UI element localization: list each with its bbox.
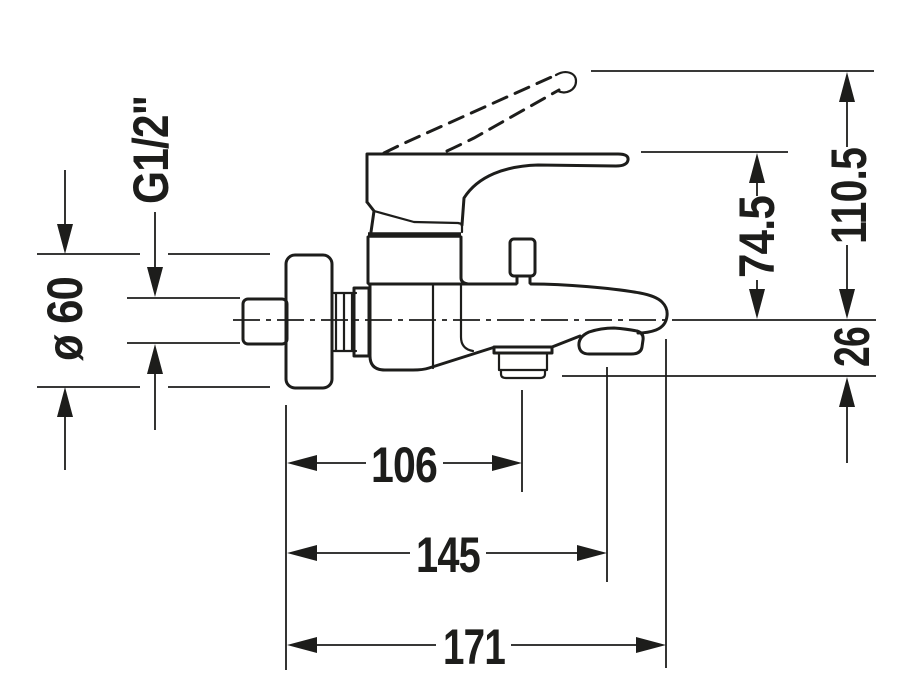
arrowhead-110-top	[839, 72, 855, 102]
lever-raised-phantom-lower	[445, 88, 561, 153]
label-reach-overall: 171	[443, 619, 505, 675]
arrowhead-171-left	[287, 637, 317, 653]
aerator-flange	[492, 345, 554, 355]
arrowhead-145-right	[577, 545, 607, 561]
arrowhead-26-bottom	[839, 377, 855, 407]
arrowhead-escutcheon-top	[57, 224, 73, 254]
wall-nipple	[241, 297, 289, 346]
lever-handle	[365, 152, 630, 227]
extension-lines	[37, 70, 876, 670]
lever-raised-tip-cap	[554, 71, 578, 94]
label-height-overall: 110.5	[821, 148, 877, 244]
arrowhead-74-top	[749, 153, 765, 183]
label-reach-outlet: 106	[371, 437, 437, 493]
diverter-knob-neck	[515, 274, 532, 285]
underside-link	[550, 334, 582, 349]
label-height-outlet-offset: 26	[824, 327, 880, 367]
arrowhead-145-left	[287, 545, 317, 561]
cartridge-housing	[366, 235, 470, 286]
label-reach-spout-lip: 145	[416, 527, 480, 583]
arrowhead-106-left	[287, 455, 317, 471]
spout-top-edge	[367, 282, 669, 335]
lever-raised-phantom-upper	[382, 73, 558, 155]
arrowhead-110-bottom	[839, 289, 855, 319]
body-seam-right	[459, 282, 475, 353]
lever-back-step	[365, 200, 376, 234]
escutcheon-disc	[284, 253, 334, 390]
diverter-knob	[508, 237, 537, 278]
dimension-lines	[57, 72, 855, 653]
arrowhead-thread-bottom	[147, 344, 163, 374]
spout-lip	[577, 326, 645, 356]
label-escutcheon-diameter: ø 60	[37, 277, 93, 361]
arrowhead-171-right	[636, 637, 666, 653]
lever-base-seam	[372, 209, 464, 226]
label-height-handle: 74.5	[729, 196, 785, 278]
union-nut	[352, 286, 371, 358]
arrowhead-thread-top	[147, 267, 163, 297]
faucet-outline	[241, 71, 669, 390]
valve-body	[368, 282, 497, 372]
arrowhead-106-right	[492, 455, 522, 471]
aerator-cap	[499, 368, 547, 380]
dimension-labels: G1/2" ø 60 74.5 110.5 26 106 145 171	[37, 96, 880, 675]
arrowhead-escutcheon-bottom	[57, 387, 73, 417]
label-thread-size: G1/2"	[123, 96, 179, 204]
aerator-barrel	[497, 351, 549, 372]
thread-section	[332, 291, 358, 353]
arrowhead-74-bottom	[749, 289, 765, 319]
